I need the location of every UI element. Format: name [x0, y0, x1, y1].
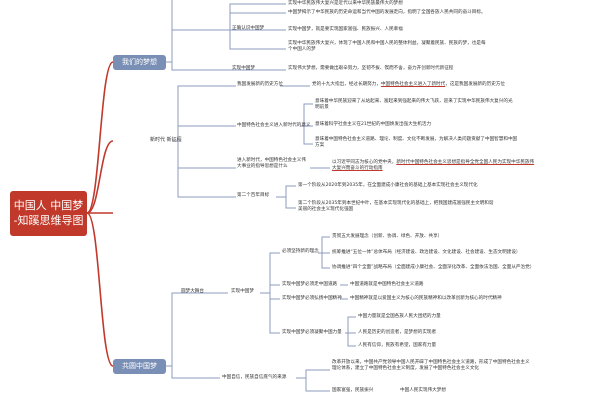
shared-e-label: 必须坚持新的理念	[282, 249, 319, 254]
new-era-a-post: ，这是我国发展新的历史方位	[445, 82, 505, 87]
shared-h-label: 实现中国梦必须凝聚中国力量	[282, 330, 342, 335]
shared-g1: 中国精神就是以爱国主义为核心的民族精神和以改革创新为核心的时代精神	[350, 296, 502, 301]
dream-node-6: 实现伟大梦想，需要做出艰辛努力，坚韧不拔、锲而不舍，奋力开创新时代新征程	[288, 66, 454, 71]
new-era-d1: 第一个阶段从2020年到2035年，在全面建成小康社会的基础上基本实现社会主义现…	[298, 183, 478, 188]
shared-f1: 中国道路就是中国特色社会主义道路	[350, 282, 424, 287]
shared-e2: 统筹推进“五位一体”总体布局（经济建设、政治建设、文化建设、社会建设、生态文明建…	[332, 250, 521, 255]
new-era-b3: 意味着中国特色社会主义道路、理论、制度、文化不断发展，为解决人类问题贡献了中国智…	[315, 137, 518, 149]
shared-sub-label: 实现中国梦	[231, 289, 254, 294]
shared-f-label: 实现中国梦必须走中国道路	[282, 282, 338, 287]
shared-i-label: 中国自信，民族自信底气的来源	[222, 375, 287, 380]
shared-i2: 国家富强，民族振兴	[332, 388, 374, 393]
root-node[interactable]: 中国人 中国梦 -知蹊思维导图	[10, 191, 87, 236]
dream-group-label: 正确认识中国梦	[232, 26, 265, 31]
new-era-b2: 意味着科学社会主义在21世纪的中国焕发出强大生机活力	[315, 122, 432, 127]
dream-node-3: 实现中国梦，就是要实现国家富强、民族振兴、人民幸福	[288, 27, 403, 32]
new-era-a-underlined: 中国特色社会主义进入了新时代	[380, 82, 446, 87]
shared-group-label: 圆梦大舞台	[181, 289, 204, 294]
shared-g-label: 实现中国梦必须弘扬中国精神	[282, 296, 342, 301]
shared-h1: 中国力量就是全国各族人民大团结的力量	[358, 314, 441, 319]
shared-i3: 中国人民实现伟大梦想	[400, 388, 446, 393]
shared-e1: 贯彻五大发展理念（创新、协调、绿色、开放、共享）	[332, 234, 443, 239]
shared-h2: 人民是历史的创造者，是梦想的实现者	[358, 330, 437, 335]
branch-new-era[interactable]: 新时代 新征程	[150, 137, 182, 143]
dream-node-5: 实现中国梦	[232, 66, 255, 71]
new-era-c-text2: 新时代中国特色社会主义思想是指导全党全国人民为实现中华民族伟大复兴而奋斗的行动指…	[332, 160, 535, 172]
new-era-a-text: 党的十九大指出，经过长期努力，中国特色社会主义进入了新时代，这是我国发展新的历史…	[312, 82, 505, 88]
dream-node-1: 实现中华民族伟大复兴是近代以来中华民族最伟大的梦想	[288, 1, 403, 6]
dream-node-4: 实现中华民族伟大复兴，体现了中国人民和中国人民的整体利益，凝聚着民族、民族的梦，…	[288, 41, 486, 53]
new-era-d-label: 第二个百年目标	[237, 193, 270, 198]
shared-i1: 改革开放以来，中国共产党领导中国人民开辟了中国特色社会主义道路，形成了中国特色社…	[332, 360, 530, 372]
new-era-d2: 第二个阶段从2035年到本世纪中叶，在基本实现现代化的基础上，把我国建成富强民主…	[298, 201, 494, 213]
branch-shared-dream[interactable]: 共圆中国梦	[113, 359, 166, 374]
new-era-c-text: 以习近平同志为核心的党中央，新时代中国特色社会主义思想是指导全党全国人民为实现中…	[332, 160, 537, 173]
new-era-c-text1: 以习近平同志为核心的党中央，	[332, 160, 397, 165]
new-era-a-label: 我国发展新的历史方位	[237, 82, 283, 87]
root-subtitle: -知蹊思维导图	[13, 214, 84, 227]
shared-h3: 人民有信仰，民族有希望，国家有力量	[358, 343, 437, 348]
new-era-b1: 意味着中华民族迎来了从站起来、富起来到强起来的伟大飞跃，迎来了实现中华民族伟大复…	[315, 99, 513, 111]
new-era-b-label: 中国特色社会主义进入新时代的意义	[237, 123, 311, 128]
shared-e3: 协调推进“四个全面”战略布局（全面建成小康社会、全面深化改革、全面依法治国、全面…	[332, 265, 535, 270]
root-title: 中国人 中国梦	[13, 199, 84, 212]
branch-our-dream[interactable]: 我们的梦想	[113, 55, 166, 70]
dream-node-2: 中国梦揭示了中华民族的历史命运和当代中国的发展走向，指明了全国各族人民共同的奋斗…	[288, 10, 486, 15]
new-era-a-pre: 党的十九大指出，经过长期努力，	[312, 82, 381, 87]
new-era-c-label: 进入新时代，中国特色社会主义伟大事业的指导思想是什么	[237, 158, 306, 170]
